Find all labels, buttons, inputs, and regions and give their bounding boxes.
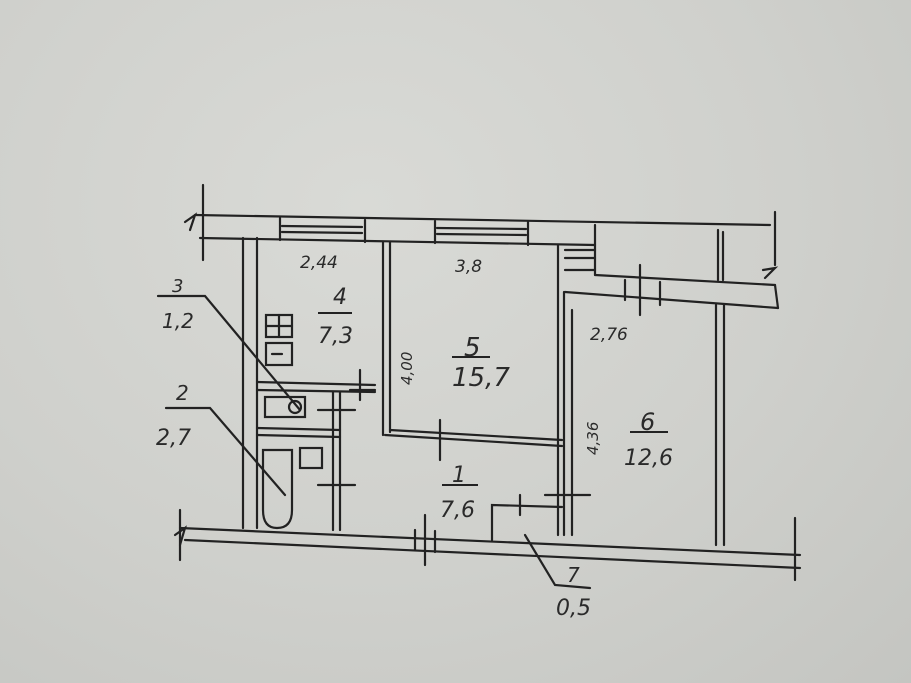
dim-kitchen-width: 2,44 <box>300 253 338 273</box>
room-7-number: 7 <box>567 563 580 587</box>
room-3-area: 1,2 <box>162 309 194 333</box>
room-6-area: 12,6 <box>624 446 673 471</box>
room-7-area: 0,5 <box>556 596 591 621</box>
room-6-number: 6 <box>640 408 655 436</box>
dim-room6-depth: 4,36 <box>584 422 602 455</box>
room-2-area: 2,7 <box>156 426 191 451</box>
room-2-number: 2 <box>176 381 189 405</box>
walls <box>156 183 802 590</box>
room-4-area: 7,3 <box>318 324 353 349</box>
labels: 2,44 3,8 2,76 4,00 4,36 4 7,3 5 15,7 6 1… <box>156 253 673 621</box>
dim-room5-depth: 4,00 <box>398 352 416 385</box>
dim-room6-width: 2,76 <box>590 325 628 345</box>
room-1-area: 7,6 <box>440 498 475 523</box>
dim-room5-width: 3,8 <box>455 257 482 277</box>
room-3-number: 3 <box>172 276 183 297</box>
room-5-area: 15,7 <box>452 363 510 393</box>
room-5-number: 5 <box>464 333 481 363</box>
room-4-number: 4 <box>333 285 347 310</box>
room-1-number: 1 <box>452 463 466 488</box>
